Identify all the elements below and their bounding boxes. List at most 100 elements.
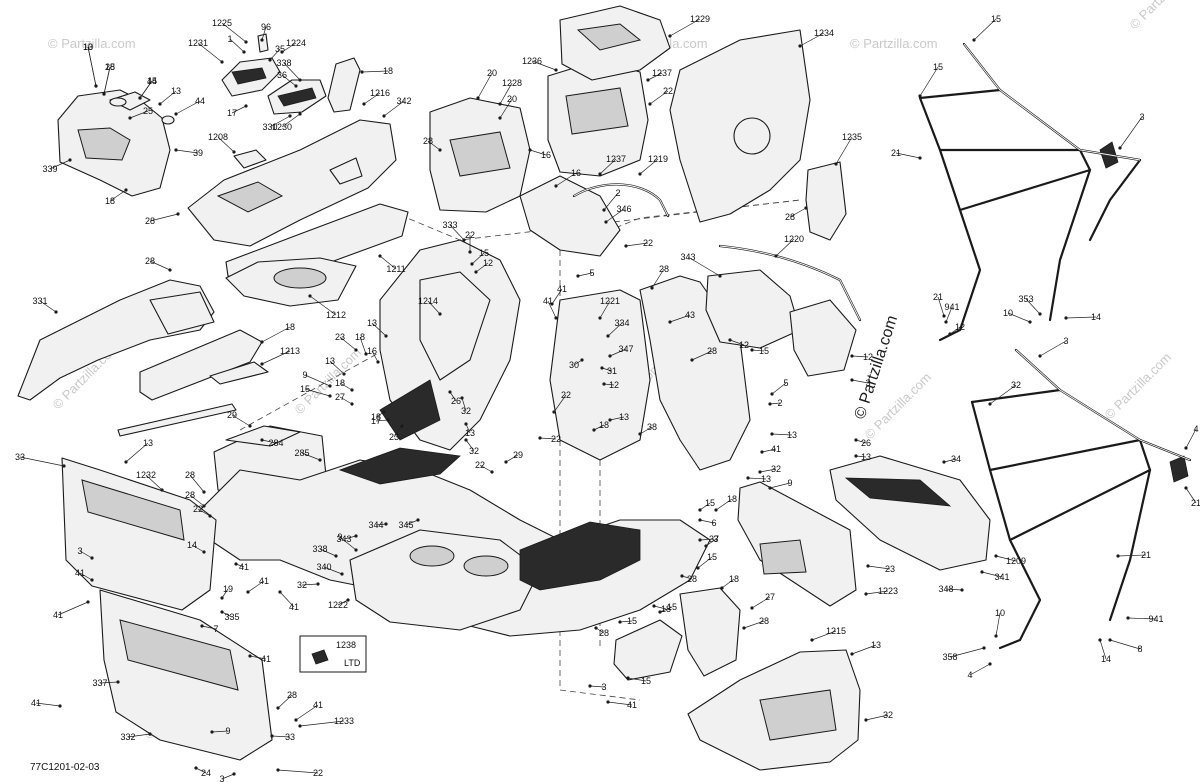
leader-line bbox=[281, 42, 297, 53]
callout-label: 18 bbox=[599, 420, 609, 430]
callout-label: 30 bbox=[569, 360, 579, 370]
fastener-icon bbox=[1184, 486, 1188, 490]
fastener-icon bbox=[200, 624, 204, 628]
callout-label: 22 bbox=[475, 460, 485, 470]
callout-label: 13 bbox=[465, 428, 475, 438]
callout-label: 343 bbox=[336, 534, 351, 544]
leader-line bbox=[937, 296, 945, 317]
leader-line bbox=[149, 260, 171, 271]
callout-label: 23 bbox=[885, 564, 895, 574]
leader-line bbox=[625, 242, 649, 247]
fastener-icon bbox=[690, 358, 694, 362]
callout-label: 353 bbox=[1018, 294, 1033, 304]
drawing-code: 77C1201-02-03 bbox=[30, 762, 100, 773]
fastener-icon bbox=[850, 354, 854, 358]
fastener-icon bbox=[972, 38, 976, 42]
fastener-icon bbox=[698, 538, 702, 542]
callout-label: 1222 bbox=[328, 600, 348, 610]
callout-label: 28 bbox=[145, 216, 155, 226]
callout-label: 34 bbox=[951, 454, 961, 464]
callout-label: 41 bbox=[31, 698, 41, 708]
fastener-icon bbox=[168, 268, 172, 272]
fastener-icon bbox=[362, 102, 366, 106]
fastener-icon bbox=[750, 606, 754, 610]
fastener-icon bbox=[232, 772, 236, 776]
fastener-icon bbox=[592, 428, 596, 432]
fastener-icon bbox=[280, 50, 284, 54]
callout-label: 3 bbox=[865, 378, 870, 388]
leader-line bbox=[277, 769, 319, 774]
callout-label: 18 bbox=[383, 66, 393, 76]
leader-line bbox=[639, 158, 659, 175]
leader-line bbox=[599, 158, 617, 175]
part-1228-dash bbox=[429, 5, 671, 213]
fastener-icon bbox=[124, 188, 128, 192]
leader-line bbox=[1185, 428, 1197, 449]
leader-line bbox=[945, 588, 963, 591]
leader-line bbox=[427, 140, 441, 151]
leader-line bbox=[229, 38, 245, 53]
fastener-icon bbox=[148, 732, 152, 736]
callout-label: 345 bbox=[398, 520, 413, 530]
fastener-icon bbox=[360, 70, 364, 74]
leader-line bbox=[79, 572, 93, 581]
callout-label: 21 bbox=[1141, 550, 1151, 560]
leader-line bbox=[371, 322, 387, 337]
fastener-icon bbox=[646, 78, 650, 82]
fastener-icon bbox=[804, 206, 808, 210]
leader-line bbox=[149, 213, 179, 222]
fastener-icon bbox=[658, 610, 662, 614]
callout-label: 28 bbox=[687, 574, 697, 584]
fastener-icon bbox=[850, 652, 854, 656]
fastener-icon bbox=[138, 96, 142, 100]
leader-line bbox=[339, 396, 353, 405]
callout-label: 17 bbox=[227, 108, 237, 118]
fastener-icon bbox=[960, 588, 964, 592]
leader-line bbox=[393, 425, 403, 438]
callout-label: 346 bbox=[616, 204, 631, 214]
leader-line bbox=[1039, 340, 1067, 357]
leader-line bbox=[919, 66, 939, 97]
callout-label: 10 bbox=[1003, 308, 1013, 318]
part-339-upper-left-panel bbox=[57, 89, 175, 197]
leader-line bbox=[995, 555, 1017, 562]
leader-line bbox=[175, 149, 199, 154]
leader-line bbox=[943, 458, 957, 463]
fastener-icon bbox=[554, 68, 558, 72]
leader-line bbox=[159, 90, 177, 105]
callout-label: 26 bbox=[451, 396, 461, 406]
fastener-icon bbox=[774, 254, 778, 258]
callout-label: 41 bbox=[557, 284, 567, 294]
callout-label: 22 bbox=[193, 504, 203, 514]
callout-label: 41 bbox=[53, 610, 63, 620]
fastener-icon bbox=[382, 114, 386, 118]
fastener-icon bbox=[116, 680, 120, 684]
callout-label: 13 bbox=[861, 452, 871, 462]
callout-label: 14 bbox=[1101, 654, 1111, 664]
part-1232-left-bumper bbox=[61, 457, 217, 611]
leader-line bbox=[539, 437, 557, 440]
fastener-icon bbox=[276, 706, 280, 710]
fastener-icon bbox=[176, 212, 180, 216]
part-1233-lower-bumper bbox=[99, 589, 273, 761]
callout-label: 15 bbox=[705, 498, 715, 508]
part-1234-firewall bbox=[669, 29, 847, 241]
callout-label: 23 bbox=[335, 332, 345, 342]
callout-label: 347 bbox=[618, 344, 633, 354]
leader-line bbox=[789, 207, 807, 218]
leader-line bbox=[547, 300, 557, 319]
callout-label: 1216 bbox=[370, 88, 390, 98]
fastener-icon bbox=[604, 220, 608, 224]
callout-label: 15 bbox=[991, 14, 1001, 24]
callout-label: 28 bbox=[185, 490, 195, 500]
fastener-icon bbox=[316, 582, 320, 586]
fastener-icon bbox=[202, 490, 206, 494]
leader-line bbox=[343, 535, 357, 540]
fastener-icon bbox=[770, 392, 774, 396]
callout-label: 24 bbox=[201, 768, 211, 778]
leader-line bbox=[601, 367, 613, 372]
fastener-icon bbox=[768, 486, 772, 490]
callout-label: 333 bbox=[442, 220, 457, 230]
leader-line bbox=[375, 419, 389, 422]
leader-line bbox=[475, 262, 489, 273]
